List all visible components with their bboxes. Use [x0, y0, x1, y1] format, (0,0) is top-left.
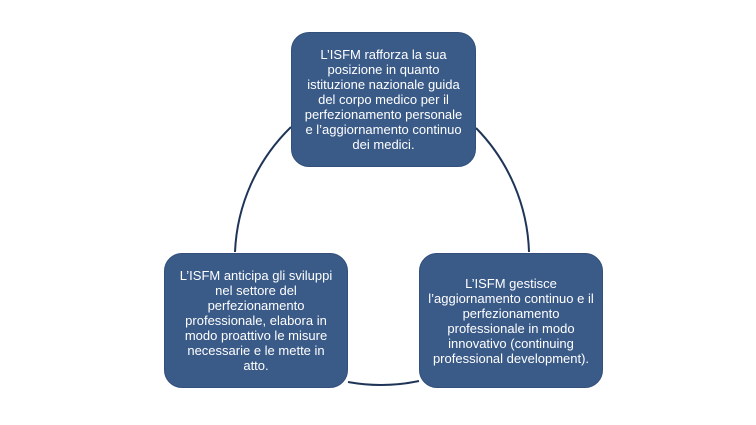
cycle-node-right: L’ISFM gestisce l’aggiornamento continuo…: [419, 253, 603, 388]
cycle-node-top-text: L’ISFM rafforza la sua posizione in quan…: [304, 47, 463, 152]
cycle-node-top: L’ISFM rafforza la sua posizione in quan…: [291, 32, 476, 167]
cycle-node-right-text: L’ISFM gestisce l’aggiornamento continuo…: [428, 275, 594, 366]
connector-arc-left-top: [234, 126, 292, 253]
connector-arc-right-left: [347, 380, 420, 386]
cycle-node-left: L’ISFM anticipa gli sviluppi nel settore…: [164, 253, 348, 388]
cycle-node-left-text: L’ISFM anticipa gli sviluppi nel settore…: [179, 268, 333, 373]
connector-arc-top-right: [475, 127, 530, 253]
